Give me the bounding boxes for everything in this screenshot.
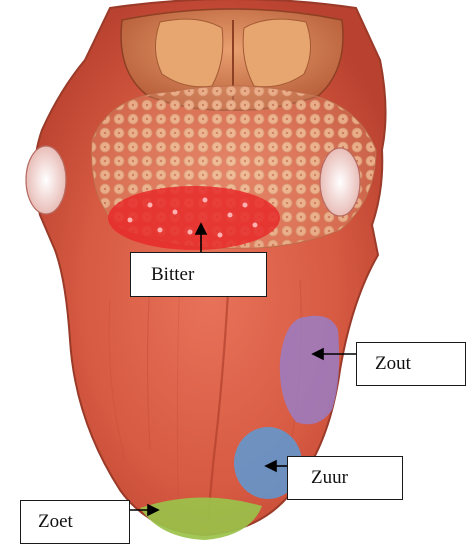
zuur-label: Zuur (287, 456, 403, 500)
zoet-region (140, 497, 262, 540)
bitter-region (108, 186, 280, 250)
left-tonsil (26, 146, 66, 214)
zout-region (280, 316, 339, 425)
zuur-label-text: Zuur (311, 467, 348, 489)
zoet-label: Zoet (20, 500, 130, 544)
bitter-label: Bitter (130, 252, 267, 297)
zout-label: Zout (356, 342, 466, 386)
zout-label-text: Zout (375, 353, 411, 375)
right-tonsil (320, 148, 360, 216)
bitter-label-text: Bitter (151, 264, 194, 286)
zoet-label-text: Zoet (38, 511, 73, 533)
